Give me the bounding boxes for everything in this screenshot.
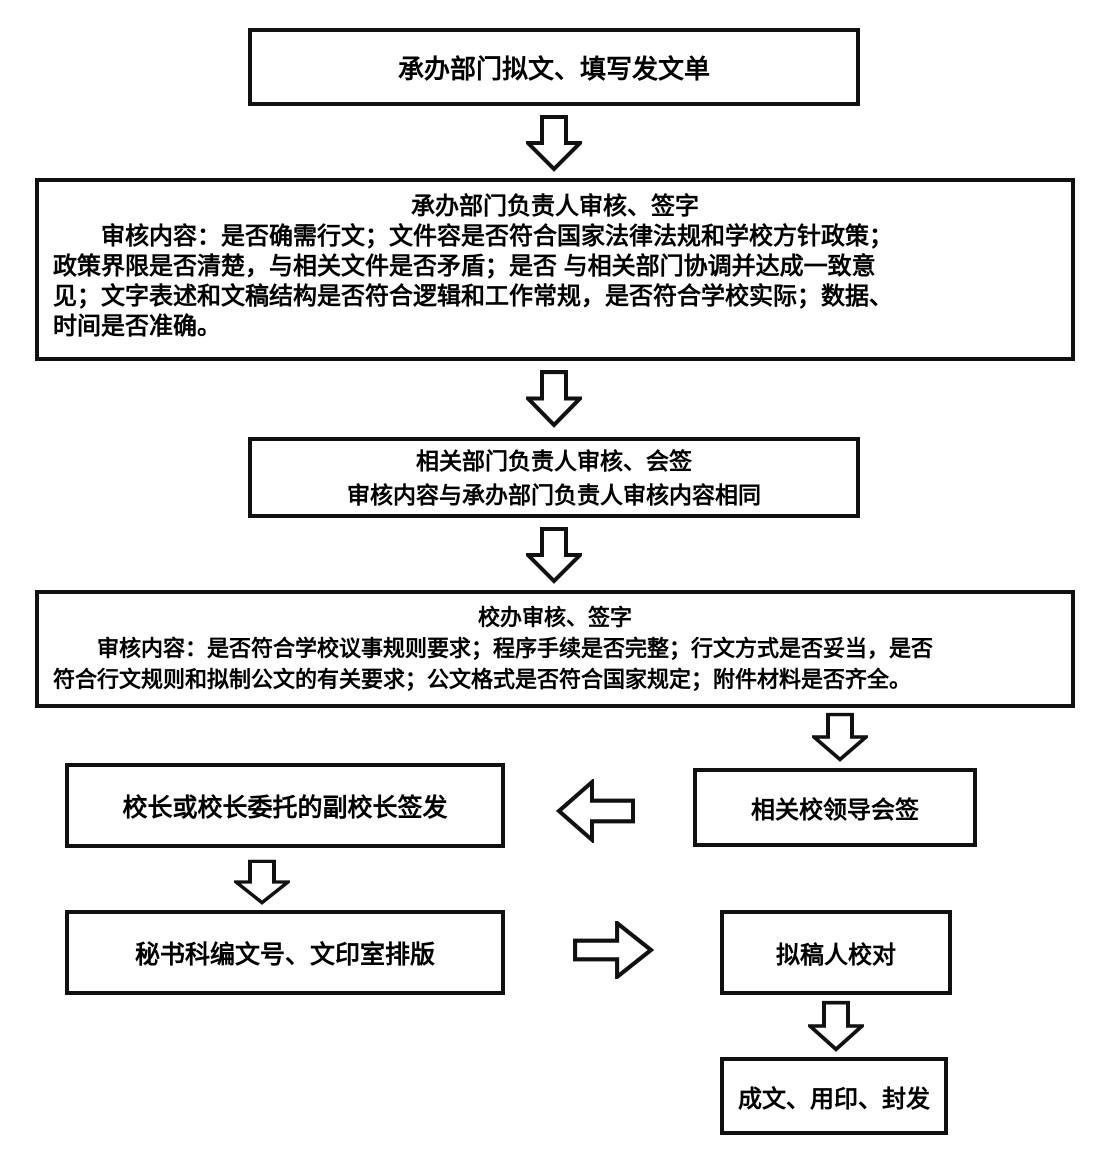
node-secretary-typeset: 秘书科编文号、文印室排版 [65,910,505,995]
node-related-dept-review: 相关部门负责人审核、会签 审核内容与承办部门负责人审核内容相同 [248,437,860,518]
node-related-dept-review-label: 相关部门负责人审核、会签 审核内容与承办部门负责人审核内容相同 [347,447,761,508]
arrow-down-icon [526,114,582,172]
node-draft-document-label: 承办部门拟文、填写发文单 [397,53,710,84]
node-president-sign: 校长或校长委托的副校长签发 [65,763,505,848]
node-drafter-proofread: 拟稿人校对 [720,910,952,995]
arrow-down-icon [526,526,582,584]
node-dept-head-review: 承办部门负责人审核、签字 审核内容：是否确需行文；文件容是否符合国家法律法规和学… [35,178,1075,361]
arrow-down-icon [234,859,290,905]
node-drafter-proofread-label: 拟稿人校对 [776,942,896,969]
node-school-office-review: 校办审核、签字 审核内容：是否符合学校议事规则要求；程序手续是否完整；行文方式是… [35,590,1075,708]
node-finalize-seal-dispatch-label: 成文、用印、封发 [738,1085,930,1113]
node-dept-head-review-title: 承办部门负责人审核、签字 [411,193,699,220]
node-leaders-countersign-label: 相关校领导会签 [751,797,919,824]
node-president-sign-label: 校长或校长委托的副校长签发 [122,793,448,822]
arrow-down-icon [808,1000,864,1052]
node-dept-head-review-body: 审核内容：是否确需行文；文件容是否符合国家法律法规和学校方针政策； 政策界限是否… [53,223,893,340]
node-secretary-typeset-label: 秘书科编文号、文印室排版 [134,940,435,969]
node-school-office-review-body: 审核内容：是否符合学校议事规则要求；程序手续是否完整；行文方式是否妥当，是否 符… [53,636,934,692]
node-school-office-review-title: 校办审核、签字 [477,605,632,630]
node-leaders-countersign: 相关校领导会签 [693,768,977,847]
node-draft-document: 承办部门拟文、填写发文单 [248,28,860,106]
node-finalize-seal-dispatch: 成文、用印、封发 [720,1057,948,1135]
arrow-down-icon [812,712,868,762]
arrow-right-icon [572,921,654,979]
arrow-down-icon [526,369,582,428]
arrow-left-icon [556,779,636,843]
